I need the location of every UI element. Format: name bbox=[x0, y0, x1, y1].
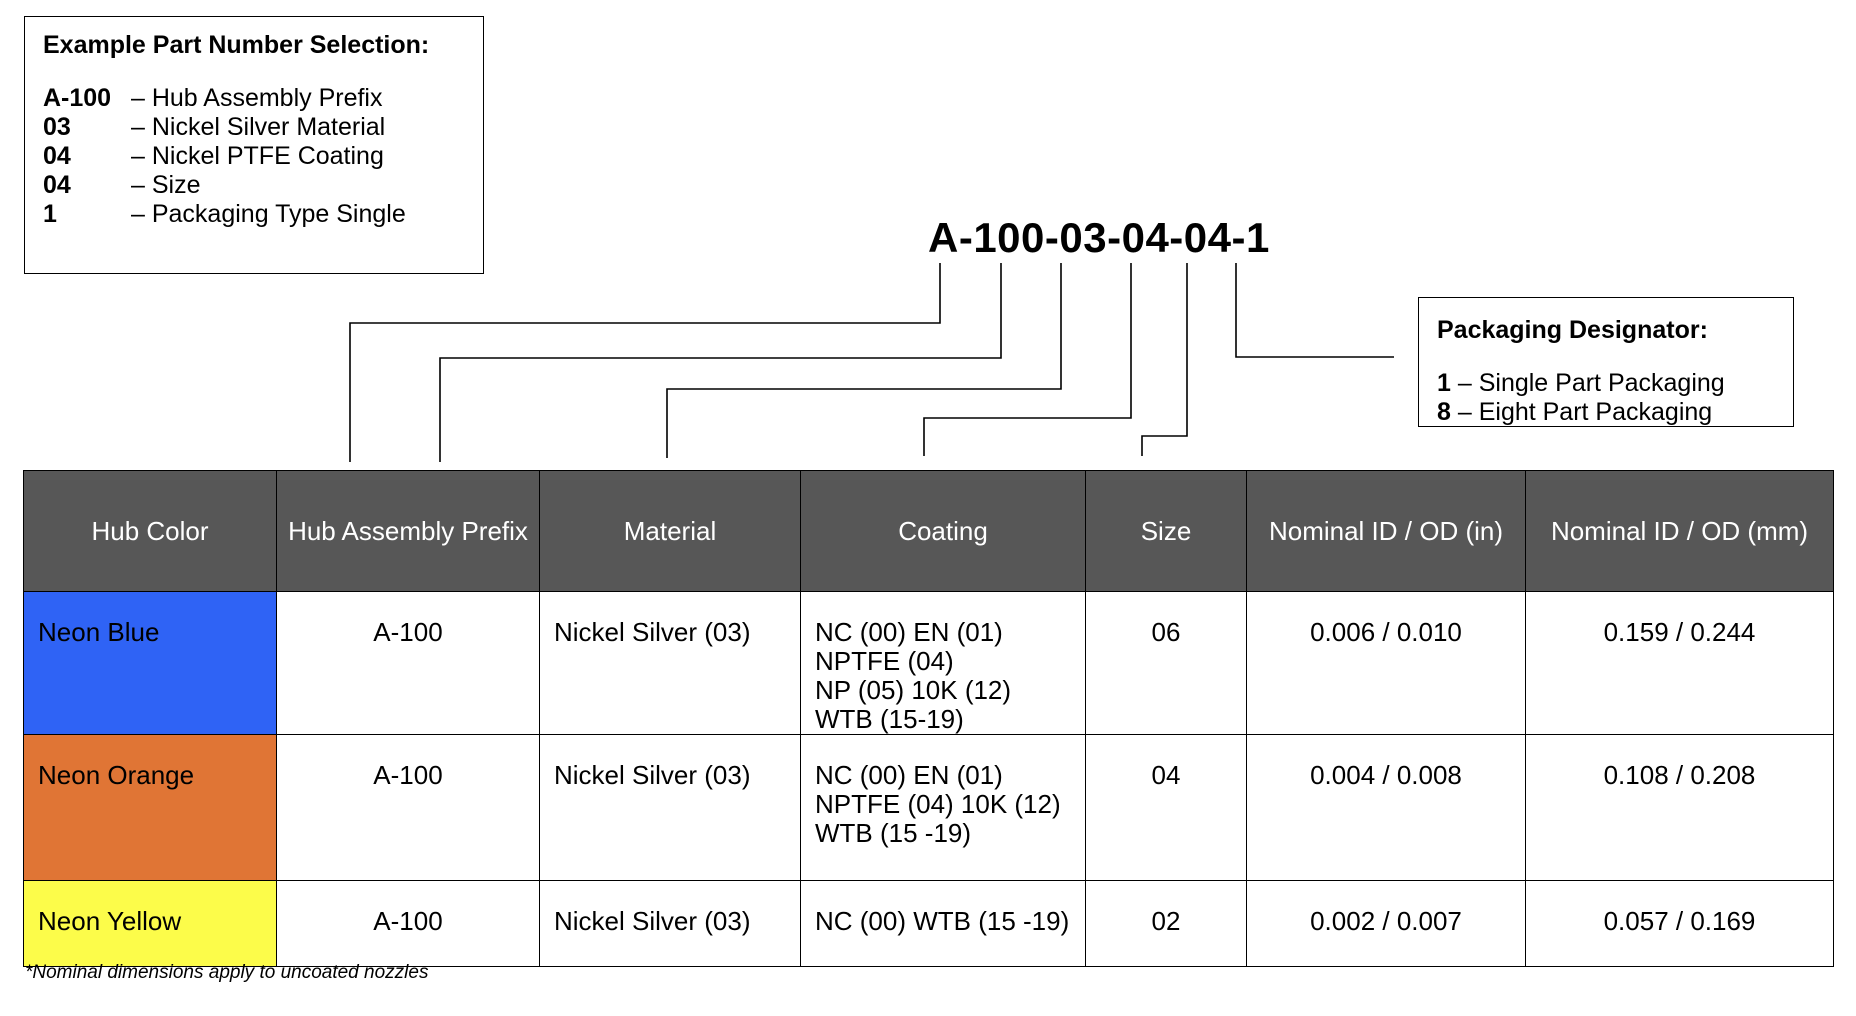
connector-size bbox=[1141, 263, 1188, 456]
example-desc: – Packaging Type Single bbox=[131, 200, 406, 228]
coating-line: NPTFE (04) 10K (12) bbox=[815, 789, 1061, 819]
coating-line: WTB (15-19) bbox=[815, 704, 964, 734]
material-cell: Nickel Silver (03) bbox=[539, 734, 801, 881]
coating-line: WTB (15 -19) bbox=[815, 818, 972, 848]
table-row: Neon Yellow A-100 Nickel Silver (03) NC … bbox=[23, 880, 1834, 967]
example-desc: – Nickel Silver Material bbox=[131, 113, 386, 141]
example-row: 04 – Nickel PTFE Coating bbox=[43, 142, 465, 171]
table-row: Neon Orange A-100 Nickel Silver (03) NC … bbox=[23, 734, 1834, 881]
example-code: 03 bbox=[43, 113, 71, 141]
hub-color-name: Neon Yellow bbox=[38, 906, 182, 936]
hub-color-cell: Neon Blue bbox=[23, 591, 277, 735]
header-nominal-in: Nominal ID / OD (in) bbox=[1246, 470, 1526, 592]
part-number: A-100-03-04-04-1 bbox=[928, 214, 1270, 261]
packaging-item: 8 – Eight Part Packaging bbox=[1437, 398, 1775, 426]
hub-color-name: Neon Orange bbox=[38, 760, 195, 790]
coating-line: NC (00) EN (01) bbox=[815, 760, 1003, 790]
connector-material bbox=[666, 263, 1062, 458]
packaging-code: 8 bbox=[1437, 398, 1451, 426]
example-code: 1 bbox=[43, 200, 57, 228]
prefix-cell: A-100 bbox=[276, 880, 540, 967]
hub-color-name: Neon Blue bbox=[38, 617, 160, 647]
header-nominal-mm: Nominal ID / OD (mm) bbox=[1525, 470, 1834, 592]
coating-line: NPTFE (04) bbox=[815, 646, 954, 676]
connector-prefix-to-color bbox=[349, 263, 941, 462]
nominal-in-cell: 0.002 / 0.007 bbox=[1246, 880, 1526, 967]
packaging-desc: – Single Part Packaging bbox=[1457, 369, 1725, 397]
example-row: A-100 – Hub Assembly Prefix bbox=[43, 84, 465, 113]
header-coating: Coating bbox=[800, 470, 1086, 592]
size-cell: 04 bbox=[1085, 734, 1247, 881]
example-desc: – Hub Assembly Prefix bbox=[131, 84, 383, 112]
packaging-designator-box: Packaging Designator: 1 – Single Part Pa… bbox=[1418, 297, 1794, 427]
header-size: Size bbox=[1085, 470, 1247, 592]
header-material: Material bbox=[539, 470, 801, 592]
example-row: 03 – Nickel Silver Material bbox=[43, 113, 465, 142]
header-hub-color: Hub Color bbox=[23, 470, 277, 592]
example-desc: – Nickel PTFE Coating bbox=[131, 142, 384, 170]
example-row: 1 – Packaging Type Single bbox=[43, 200, 465, 229]
connector-prefix-to-assembly bbox=[439, 263, 1002, 462]
prefix-cell: A-100 bbox=[276, 591, 540, 735]
coating-line: NC (00) EN (01) bbox=[815, 617, 1003, 647]
nominal-mm-cell: 0.159 / 0.244 bbox=[1525, 591, 1834, 735]
size-cell: 02 bbox=[1085, 880, 1247, 967]
packaging-code: 1 bbox=[1437, 369, 1451, 397]
hub-color-cell: Neon Yellow bbox=[23, 880, 277, 967]
header-hub-assembly-prefix: Hub Assembly Prefix bbox=[276, 470, 540, 592]
nominal-in-cell: 0.004 / 0.008 bbox=[1246, 734, 1526, 881]
packaging-desc: – Eight Part Packaging bbox=[1457, 398, 1713, 426]
footnote: *Nominal dimensions apply to uncoated no… bbox=[25, 962, 429, 983]
table-header-row: Hub Color Hub Assembly Prefix Material C… bbox=[23, 470, 1834, 592]
table-row: Neon Blue A-100 Nickel Silver (03) NC (0… bbox=[23, 591, 1834, 735]
hub-spec-table: Hub Color Hub Assembly Prefix Material C… bbox=[23, 470, 1834, 967]
nominal-mm-cell: 0.057 / 0.169 bbox=[1525, 880, 1834, 967]
example-title: Example Part Number Selection: bbox=[43, 31, 430, 59]
packaging-title: Packaging Designator: bbox=[1437, 316, 1708, 344]
coating-cell: NC (00) EN (01) NPTFE (04) 10K (12) WTB … bbox=[800, 734, 1086, 881]
nominal-mm-cell: 0.108 / 0.208 bbox=[1525, 734, 1834, 881]
size-cell: 06 bbox=[1085, 591, 1247, 735]
connector-coating bbox=[923, 263, 1132, 456]
prefix-cell: A-100 bbox=[276, 734, 540, 881]
example-desc: – Size bbox=[131, 171, 201, 199]
packaging-item: 1 – Single Part Packaging bbox=[1437, 369, 1775, 398]
example-selection-box: Example Part Number Selection: A-100 – H… bbox=[24, 16, 484, 274]
nominal-in-cell: 0.006 / 0.010 bbox=[1246, 591, 1526, 735]
coating-cell: NC (00) WTB (15 -19) bbox=[800, 880, 1086, 967]
coating-line: NP (05) 10K (12) bbox=[815, 675, 1012, 705]
example-code: 04 bbox=[43, 142, 71, 170]
coating-cell: NC (00) EN (01) NPTFE (04) NP (05) 10K (… bbox=[800, 591, 1086, 735]
example-code: A-100 bbox=[43, 84, 112, 112]
example-row: 04 – Size bbox=[43, 171, 465, 200]
connector-packaging bbox=[1235, 263, 1394, 358]
hub-color-cell: Neon Orange bbox=[23, 734, 277, 881]
material-cell: Nickel Silver (03) bbox=[539, 591, 801, 735]
example-code: 04 bbox=[43, 171, 71, 199]
coating-line: NC (00) WTB (15 -19) bbox=[815, 906, 1070, 936]
material-cell: Nickel Silver (03) bbox=[539, 880, 801, 967]
